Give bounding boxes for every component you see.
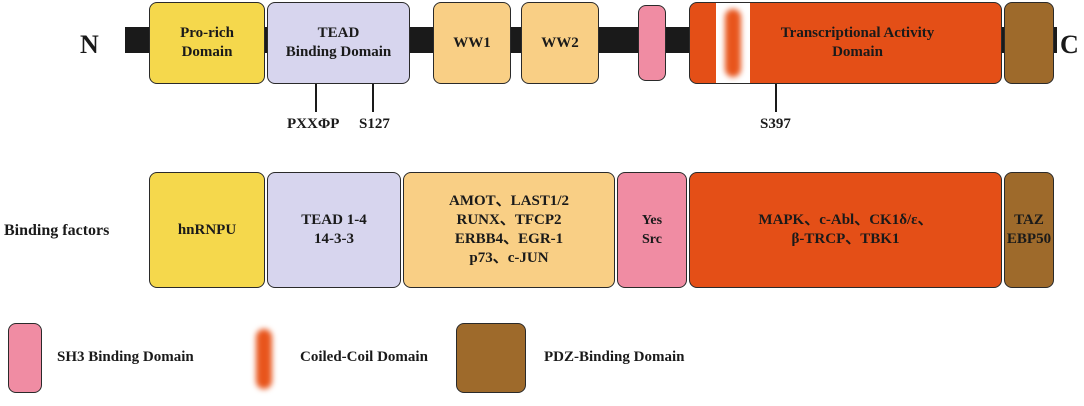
coiled-coil-blob (725, 9, 741, 77)
pxxfp-label: PXXΦP (287, 116, 340, 132)
legend-coiled-coil-swatch (247, 324, 281, 394)
s397-marker (775, 84, 777, 112)
hnrnpu-box: hnRNPU (149, 172, 265, 288)
ww-partners-box: AMOT、LAST1/2 RUNX、TFCP2 ERBB4、EGR-1 p73、… (403, 172, 615, 288)
ww2-domain: WW2 (521, 2, 599, 84)
legend-coiled-coil-blob (256, 329, 272, 389)
ww1-domain: WW1 (433, 2, 511, 84)
legend-pdz-label: PDZ-Binding Domain (544, 349, 685, 365)
c-terminus-label: C (1060, 30, 1079, 59)
tead-partners-box: TEAD 1-4 14-3-3 (267, 172, 401, 288)
legend-sh3-label: SH3 Binding Domain (57, 349, 194, 365)
tead-binding-domain: TEAD Binding Domain (267, 2, 410, 84)
pdz-partners-box: TAZ EBP50 (1004, 172, 1054, 288)
pxxfp-marker (315, 84, 317, 112)
s127-marker (372, 84, 374, 112)
pro-rich-domain: Pro-rich Domain (149, 2, 265, 84)
s397-label: S397 (760, 116, 791, 132)
legend-pdz-swatch (456, 323, 526, 393)
tad-partners-box: MAPK、c-Abl、CK1δ/ε、 β-TRCP、TBK1 (689, 172, 1002, 288)
binding-factors-label: Binding factors (4, 222, 110, 239)
s127-label: S127 (359, 116, 390, 132)
legend-coiled-coil-label: Coiled-Coil Domain (300, 349, 428, 365)
coiled-coil-region (716, 3, 750, 83)
n-terminus-label: N (80, 30, 99, 59)
sh3-partners-box: Yes Src (617, 172, 687, 288)
legend-sh3-swatch (8, 323, 42, 393)
sh3-binding-motif (638, 5, 666, 81)
pdz-binding-motif (1004, 2, 1054, 84)
